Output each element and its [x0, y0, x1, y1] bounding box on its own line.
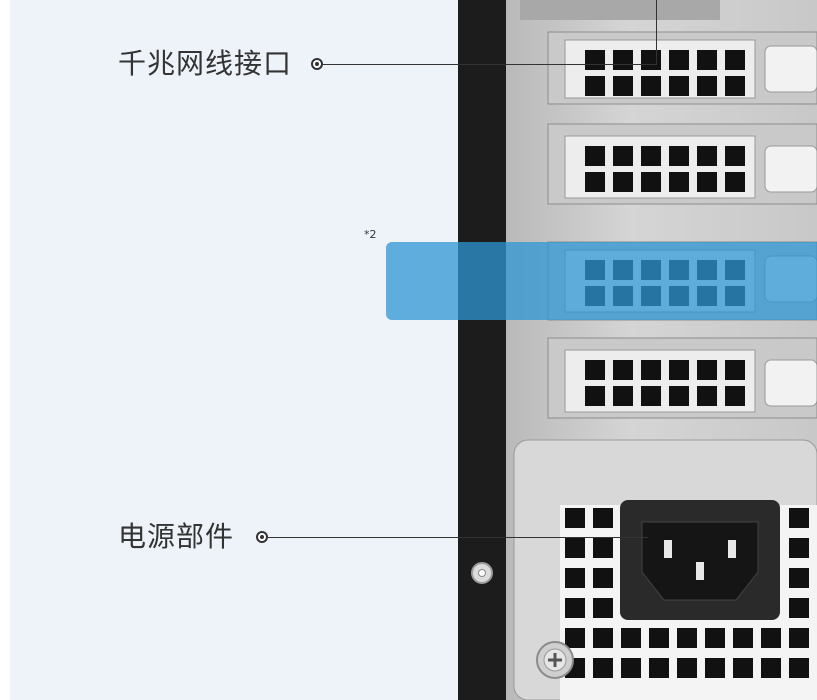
power-socket-icon [641, 521, 759, 601]
psu-vent-hole [789, 568, 809, 588]
psu-vent-hole [593, 508, 613, 528]
psu-vent-hole [593, 568, 613, 588]
vent-hole [669, 146, 689, 166]
vent-hole [585, 50, 605, 70]
psu-vent-hole [565, 598, 585, 618]
psu-vent-hole [705, 628, 725, 648]
vent-hole [613, 146, 633, 166]
vent-hole [697, 360, 717, 380]
psu-vent-hole [789, 508, 809, 528]
vent-hole [585, 386, 605, 406]
psu-vent-hole [565, 628, 585, 648]
psu-vent-hole [649, 628, 669, 648]
highlighted-slot [386, 242, 817, 320]
psu-vent-hole [593, 538, 613, 558]
psu-vent-hole [649, 658, 669, 678]
vent-hole [641, 360, 661, 380]
slot-cover-top [520, 0, 720, 20]
background-panel [10, 0, 458, 700]
vent-hole [613, 360, 633, 380]
vent-hole [697, 76, 717, 96]
psu-vent-hole [593, 598, 613, 618]
vent-hole [613, 172, 633, 192]
label-network-port: 千兆网线接口 [118, 47, 293, 80]
vent-hole [613, 386, 633, 406]
callout-dot-icon [311, 58, 323, 70]
psu-vent-hole [565, 508, 585, 528]
vent-hole [641, 146, 661, 166]
vent-hole [725, 172, 745, 192]
vent-hole [669, 76, 689, 96]
vent-hole [585, 360, 605, 380]
psu-vent-hole [677, 628, 697, 648]
psu-vent-hole [761, 628, 781, 648]
vent-hole [669, 360, 689, 380]
psu-vent-hole [789, 598, 809, 618]
vent-hole [613, 50, 633, 70]
vent-hole [725, 50, 745, 70]
psu-vent-hole [677, 658, 697, 678]
psu-vent-hole [565, 568, 585, 588]
vent-hole [613, 76, 633, 96]
vent-hole [725, 360, 745, 380]
label-power-unit: 电源部件 [118, 520, 235, 553]
vent-hole [641, 76, 661, 96]
psu-vent-hole [621, 658, 641, 678]
vent-hole [697, 146, 717, 166]
chassis-screw-icon [471, 562, 493, 584]
callout-dot-icon [256, 531, 268, 543]
psu-vent-hole [593, 658, 613, 678]
power-supply-unit [513, 439, 817, 700]
psu-vent-hole [705, 658, 725, 678]
vent-hole [725, 146, 745, 166]
vent-hole [585, 172, 605, 192]
psu-vent-hole [789, 658, 809, 678]
leader-line-network-vertical [656, 0, 657, 64]
footnote-marker: *2 [364, 228, 377, 241]
leader-line-power [268, 537, 648, 538]
vent-hole [697, 386, 717, 406]
vent-hole [641, 50, 661, 70]
psu-vent-hole [565, 538, 585, 558]
leader-line-network [323, 64, 657, 65]
psu-vent-hole [789, 628, 809, 648]
vent-hole [585, 146, 605, 166]
psu-vent-hole [789, 538, 809, 558]
vent-hole [697, 50, 717, 70]
vent-hole [585, 76, 605, 96]
psu-vent-hole [733, 658, 753, 678]
vent-hole [669, 172, 689, 192]
vent-hole [669, 386, 689, 406]
psu-vent-hole [733, 628, 753, 648]
vent-hole [669, 50, 689, 70]
vent-hole [641, 386, 661, 406]
vent-hole [725, 386, 745, 406]
psu-vent-hole [593, 628, 613, 648]
vent-hole [697, 172, 717, 192]
vent-hole [641, 172, 661, 192]
psu-screw-icon [536, 641, 574, 679]
vent-hole [725, 76, 745, 96]
psu-vent-hole [761, 658, 781, 678]
psu-vent-hole [621, 628, 641, 648]
